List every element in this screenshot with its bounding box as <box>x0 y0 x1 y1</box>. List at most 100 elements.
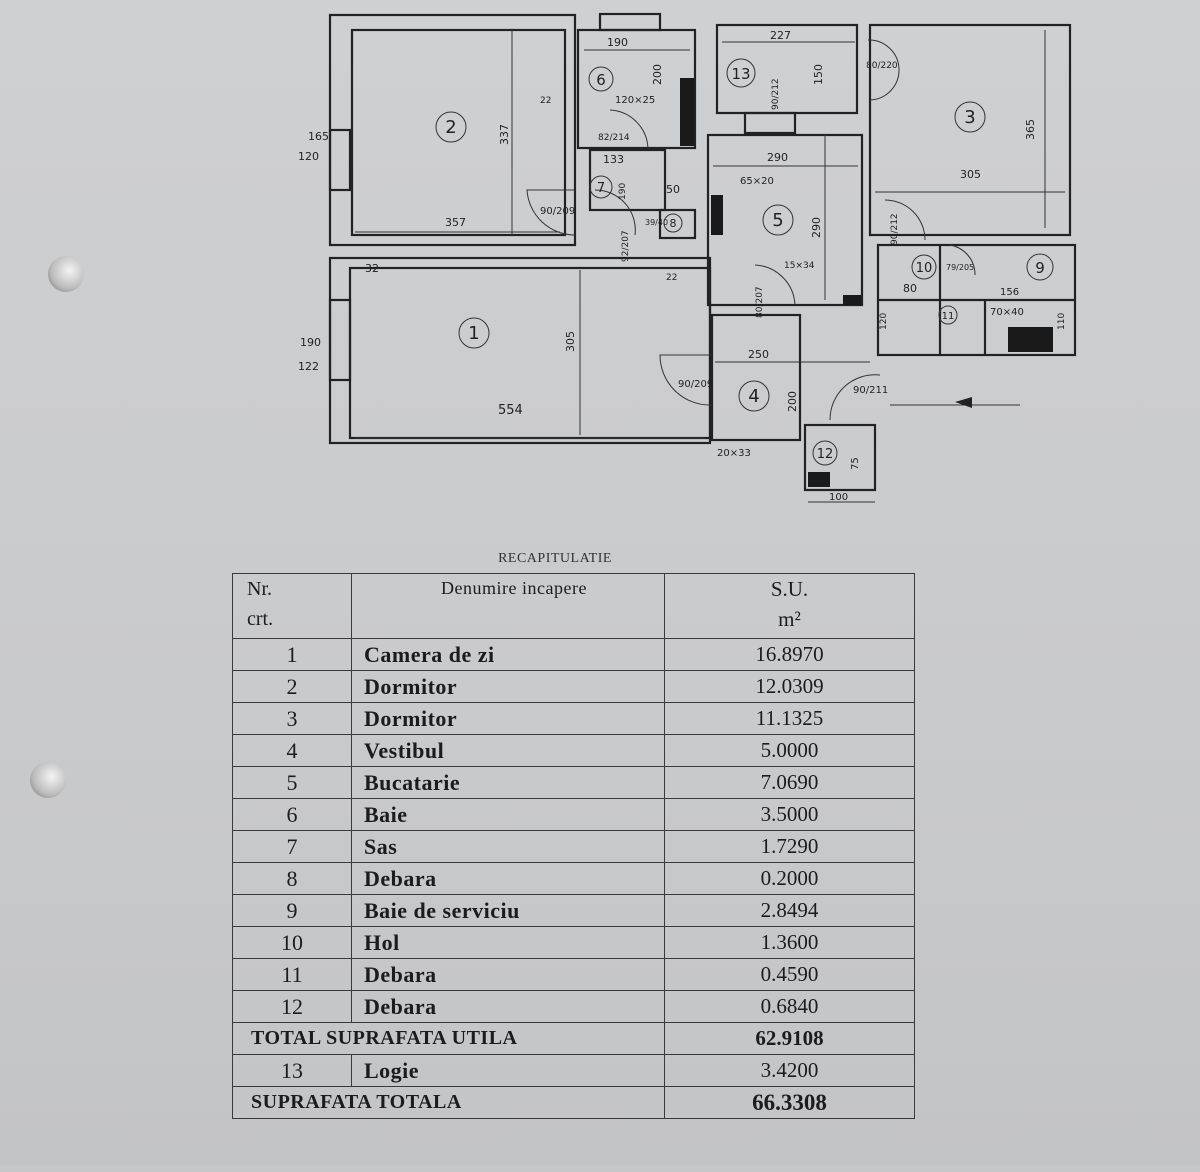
svg-text:2: 2 <box>445 117 456 138</box>
svg-text:120: 120 <box>879 313 889 330</box>
row-nr: 8 <box>232 862 352 895</box>
row-name: Camera de zi <box>351 638 665 671</box>
svg-text:3: 3 <box>964 107 975 128</box>
room-number-5: 5 <box>762 204 794 236</box>
row-value: 1.7290 <box>664 830 915 863</box>
room-number-8: 8 <box>663 213 683 233</box>
total-util-row: TOTAL SUPRAFATA UTILA 62.9108 <box>232 1022 915 1055</box>
svg-text:122: 122 <box>298 360 319 373</box>
row-nr: 3 <box>232 702 352 735</box>
row-nr: 5 <box>232 766 352 799</box>
row-nr: 1 <box>232 638 352 671</box>
total-util-label: TOTAL SUPRAFATA UTILA <box>232 1022 665 1055</box>
svg-text:357: 357 <box>445 216 466 229</box>
svg-text:32: 32 <box>365 262 379 275</box>
svg-text:227: 227 <box>770 29 791 42</box>
row-name: Debara <box>351 862 665 895</box>
svg-text:11: 11 <box>942 311 955 322</box>
svg-text:156: 156 <box>1000 287 1019 298</box>
row-value: 7.0690 <box>664 766 915 799</box>
table-header: Nr.crt. Denumire incapere S.U.m² <box>232 573 915 639</box>
svg-text:8: 8 <box>670 217 677 230</box>
row-nr: 12 <box>232 990 352 1023</box>
svg-text:12: 12 <box>817 447 834 462</box>
row-nr: 4 <box>232 734 352 767</box>
dimension-labels: 165 120 190 122 32 357 337 554 305 190 2… <box>298 29 1067 503</box>
svg-text:65×20: 65×20 <box>740 176 774 187</box>
svg-text:120×25: 120×25 <box>615 95 655 106</box>
header-unit: m² <box>778 607 801 631</box>
room-number-4: 4 <box>738 380 770 412</box>
dimension-lines <box>355 30 1065 503</box>
svg-text:50: 50 <box>666 183 680 196</box>
punch-hole <box>30 762 66 798</box>
header-nr: Nr. <box>247 578 272 600</box>
room-number-7: 7 <box>589 175 613 199</box>
row-nr: 7 <box>232 830 352 863</box>
svg-text:75: 75 <box>850 457 861 470</box>
svg-text:90/211: 90/211 <box>853 385 888 396</box>
row-name: Logie <box>351 1054 665 1087</box>
svg-text:9: 9 <box>1035 259 1045 277</box>
room-number-13: 13 <box>726 58 756 88</box>
row-value: 3.5000 <box>664 798 915 831</box>
row-value: 11.1325 <box>664 702 915 735</box>
svg-text:6: 6 <box>596 71 606 89</box>
svg-text:120: 120 <box>298 150 319 163</box>
row-name: Debara <box>351 990 665 1023</box>
floor-plan: 1 2 3 4 5 6 7 8 9 10 11 12 13 165 120 19… <box>298 12 1077 503</box>
row-value: 1.3600 <box>664 926 915 959</box>
svg-text:200: 200 <box>651 64 664 85</box>
svg-text:133: 133 <box>603 153 624 166</box>
svg-text:305: 305 <box>564 331 577 352</box>
svg-text:290: 290 <box>767 151 788 164</box>
row-value: 16.8970 <box>664 638 915 671</box>
row-name: Sas <box>351 830 665 863</box>
row-nr: 13 <box>232 1054 352 1087</box>
header-su: S.U. <box>770 577 809 601</box>
svg-text:20×33: 20×33 <box>717 448 751 459</box>
room-number-6: 6 <box>588 66 614 92</box>
room-numbers: 1 2 3 4 5 6 7 8 9 10 11 12 13 <box>435 58 1054 466</box>
svg-text:90/209: 90/209 <box>678 379 713 390</box>
row-name: Dormitor <box>351 670 665 703</box>
room-number-1: 1 <box>458 317 490 349</box>
header-crt: crt. <box>247 608 274 630</box>
svg-text:305: 305 <box>960 168 981 181</box>
svg-text:150: 150 <box>812 64 825 85</box>
svg-text:290: 290 <box>810 217 823 238</box>
svg-text:250: 250 <box>748 348 769 361</box>
svg-text:110: 110 <box>1057 313 1067 330</box>
row-value: 2.8494 <box>664 894 915 927</box>
row-name: Dormitor <box>351 702 665 735</box>
svg-text:15×34: 15×34 <box>784 261 815 271</box>
room-number-12: 12 <box>812 440 838 466</box>
svg-text:22: 22 <box>540 96 551 106</box>
row-value: 12.0309 <box>664 670 915 703</box>
svg-text:165: 165 <box>308 130 329 143</box>
svg-text:100: 100 <box>829 492 848 503</box>
svg-text:7: 7 <box>597 181 605 196</box>
total-row: SUPRAFATA TOTALA 66.3308 <box>232 1086 915 1119</box>
svg-text:554: 554 <box>498 403 523 418</box>
svg-text:190: 190 <box>618 183 628 200</box>
svg-text:90/209: 90/209 <box>540 206 575 217</box>
total-label: SUPRAFATA TOTALA <box>232 1086 665 1119</box>
row-name: Baie de serviciu <box>351 894 665 927</box>
row-name: Bucatarie <box>351 766 665 799</box>
door-swings <box>526 39 976 421</box>
room-number-10: 10 <box>911 254 937 280</box>
total-util-value: 62.9108 <box>664 1022 915 1055</box>
svg-text:10: 10 <box>916 261 933 276</box>
row-name: Hol <box>351 926 665 959</box>
